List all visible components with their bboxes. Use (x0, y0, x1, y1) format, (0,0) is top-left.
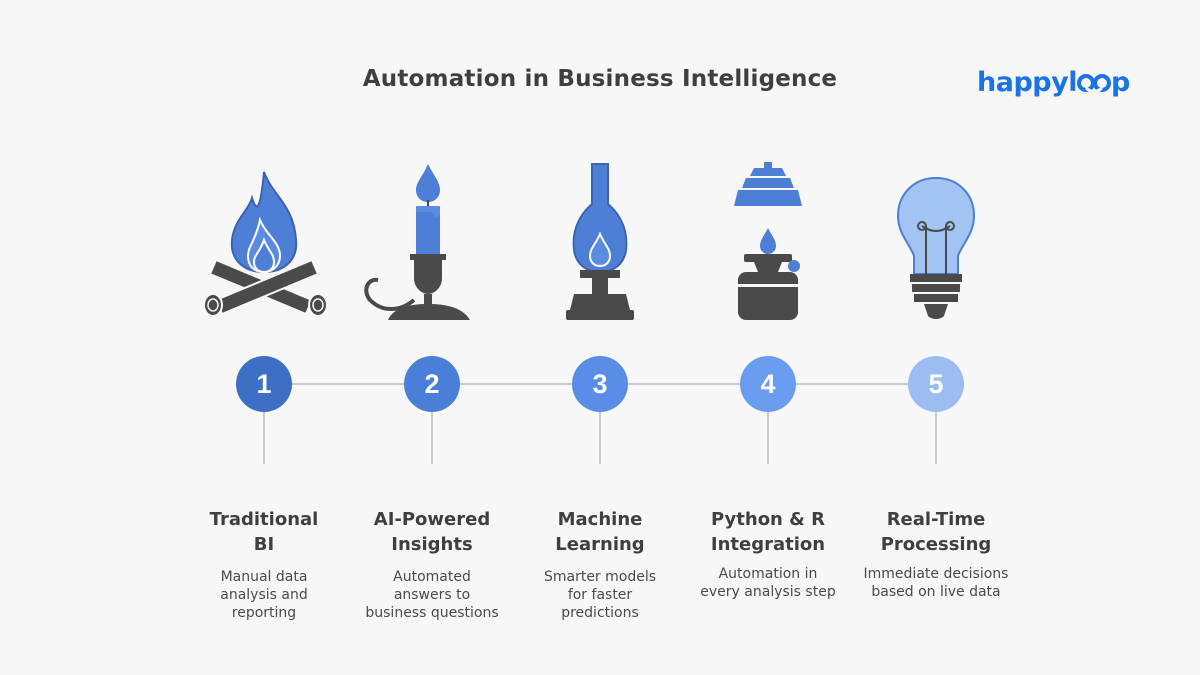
step-title: Machine Learning (515, 507, 685, 557)
step-title: Real-Time Processing (851, 507, 1021, 557)
step-description: Automation in every analysis step (683, 565, 853, 601)
gas-stove-icon (734, 162, 802, 320)
step-number-4: 4 (740, 356, 796, 412)
step-description-line: Smarter models (543, 569, 657, 585)
step-description: Smarter models for faster predictions (515, 568, 685, 622)
step-description-line: based on live data (871, 584, 1001, 600)
step-title-line: Integration (710, 534, 826, 555)
campfire-icon (203, 171, 328, 317)
step-title: Python & R Integration (683, 507, 853, 557)
step-number-2: 2 (404, 356, 460, 412)
step-description-line: reporting (231, 605, 297, 621)
step-description: Immediate decisions based on live data (851, 565, 1021, 601)
step-description-line: Automation in (718, 566, 818, 582)
step-description-line: business questions (365, 605, 499, 621)
step-title-line: Learning (555, 534, 645, 555)
step-title-line: Traditional (209, 509, 319, 530)
timeline-stem (431, 412, 433, 464)
step-description-line: analysis and (220, 587, 308, 603)
step-description-line: Immediate decisions (863, 566, 1009, 582)
step-title-line: Python & R (711, 509, 825, 530)
timeline-stem (767, 412, 769, 464)
brand-logo: happyl p (977, 62, 1130, 102)
brand-text-suffix: p (1110, 66, 1130, 98)
oil-lamp-icon (566, 163, 634, 320)
timeline-stem (935, 412, 937, 464)
step-number-3: 3 (572, 356, 628, 412)
step-title-line: Machine (557, 509, 643, 530)
step-title-line: BI (253, 534, 275, 555)
step-description-line: every analysis step (700, 584, 836, 600)
step-title: Traditional BI (179, 507, 349, 557)
step-title-line: Insights (391, 534, 473, 555)
step-number-5: 5 (908, 356, 964, 412)
step-description-line: predictions (561, 605, 639, 621)
step-description-line: answers to (393, 587, 471, 603)
step-description: Manual data analysis and reporting (179, 568, 349, 622)
light-bulb-icon (896, 176, 976, 319)
step-description: Automated answers to business questions (347, 568, 517, 622)
timeline-stem (263, 412, 265, 464)
step-number-1: 1 (236, 356, 292, 412)
step-title-line: Processing (880, 534, 992, 555)
step-description-line: for faster (567, 587, 633, 603)
step-description-line: Automated (393, 569, 471, 585)
brand-loop-icon (1076, 74, 1111, 93)
step-title-line: Real-Time (886, 509, 986, 530)
step-title-line: AI-Powered (373, 509, 491, 530)
step-description-line: Manual data (220, 569, 308, 585)
timeline-stem (599, 412, 601, 464)
page-title: Automation in Business Intelligence (362, 66, 838, 92)
step-title: AI-Powered Insights (347, 507, 517, 557)
candle-icon (364, 164, 470, 320)
brand-text-prefix: happyl (977, 66, 1077, 98)
